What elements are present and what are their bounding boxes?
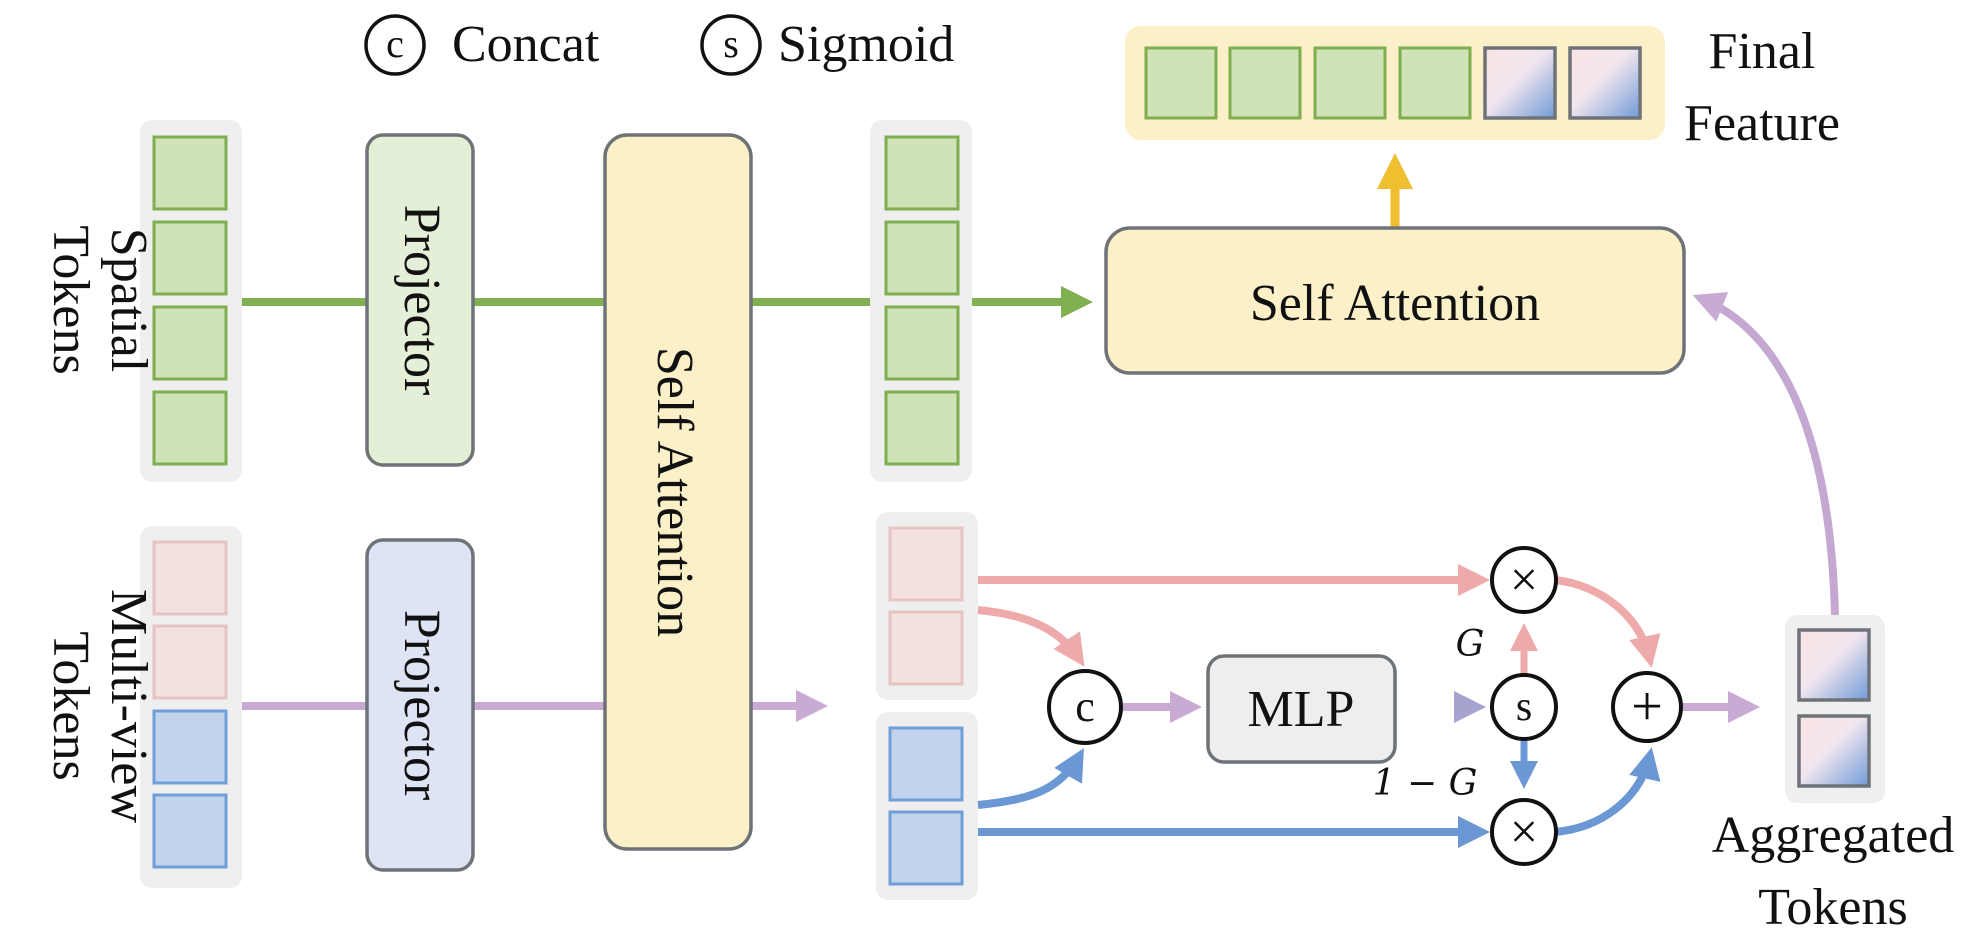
sigmoid-legend-label: Sigmoid xyxy=(778,16,954,73)
multiply-top-symbol: × xyxy=(1510,551,1538,607)
final-feature-token-aggregated xyxy=(1568,46,1642,120)
fusion-self-attention-label: Self Attention xyxy=(1250,275,1540,332)
shared-self-attention-label: Self Attention xyxy=(646,347,703,637)
final-feature-token-green xyxy=(1144,46,1218,120)
multiply-top-to-add-arrow xyxy=(1554,576,1661,668)
spatial-tokens-label-line2: Tokens xyxy=(42,225,99,374)
attended-blue-token-group xyxy=(876,712,978,900)
attended-blue-token xyxy=(888,726,964,802)
spatial-token xyxy=(152,220,228,296)
mlp-block: MLP xyxy=(1206,654,1397,764)
attended-spatial-token xyxy=(884,390,960,466)
gate-one-minus-g-label: 1 − G xyxy=(1373,763,1478,804)
pink-to-concat-arrow xyxy=(977,606,1085,667)
multiply-top-node: × xyxy=(1490,546,1558,614)
final-feature-token-green xyxy=(1313,46,1387,120)
multiply-bottom-to-add-arrow xyxy=(1554,747,1661,836)
spatial-token xyxy=(152,390,228,466)
attended-spatial-token-group xyxy=(870,120,972,482)
sigmoid-legend-symbol-text: s xyxy=(723,21,739,66)
mlp-label: MLP xyxy=(1248,681,1355,738)
concat-node-symbol: c xyxy=(1075,682,1095,731)
gate-g-label: G xyxy=(1456,624,1485,665)
aggregated-tokens-label-line2: Tokens xyxy=(1758,879,1907,936)
concat-legend-label: Concat xyxy=(452,16,600,73)
add-node: + xyxy=(1611,671,1683,743)
projector-multiview-label: Projector xyxy=(393,610,450,801)
concat-legend-symbol-text: c xyxy=(386,21,404,66)
final-feature-token-aggregated xyxy=(1483,46,1557,120)
multiply-bottom-symbol: × xyxy=(1510,803,1538,859)
add-symbol: + xyxy=(1631,676,1663,738)
multiview-token-blue xyxy=(152,793,228,869)
projector-spatial-label: Projector xyxy=(393,205,450,396)
attended-spatial-token xyxy=(884,305,960,381)
attended-pink-token xyxy=(888,526,964,602)
spatial-token xyxy=(152,305,228,381)
fusion-self-attention: Self Attention xyxy=(1104,226,1686,375)
final-feature-label-line2: Feature xyxy=(1684,95,1840,152)
blue-to-concat-arrow xyxy=(977,748,1084,809)
sigmoid-node-symbol: s xyxy=(1516,684,1532,730)
final-feature-token-green xyxy=(1398,46,1472,120)
multiview-tokens-label-line2: Tokens xyxy=(42,631,99,780)
multiview-token-pink xyxy=(152,624,228,700)
attended-pink-token xyxy=(888,610,964,686)
final-feature-group xyxy=(1125,26,1665,140)
multiview-token-blue xyxy=(152,709,228,785)
multiview-token-pink xyxy=(152,540,228,616)
attended-pink-token-group xyxy=(876,512,978,700)
multiply-bottom-node: × xyxy=(1490,798,1558,866)
aggregated-to-attention-arrow xyxy=(1692,292,1839,616)
attended-spatial-token xyxy=(884,220,960,296)
aggregated-token xyxy=(1797,628,1871,702)
final-feature-label-line1: Final xyxy=(1709,23,1816,80)
attended-blue-token xyxy=(888,810,964,886)
attended-spatial-token xyxy=(884,135,960,211)
sigmoid-legend-symbol xyxy=(700,14,762,76)
final-feature-token-green xyxy=(1228,46,1302,120)
legend: c Concat s Sigmoid xyxy=(364,14,954,76)
concat-legend-symbol xyxy=(364,14,426,76)
multiview-token-group xyxy=(140,526,242,888)
spatial-token xyxy=(152,135,228,211)
shared-self-attention: Self Attention xyxy=(603,133,753,851)
aggregated-tokens-label-line1: Aggregated xyxy=(1712,807,1955,864)
multiview-tokens-label-line1: Multi-view xyxy=(100,589,157,823)
sigmoid-node: s xyxy=(1490,673,1558,741)
aggregated-token-group xyxy=(1785,615,1885,803)
aggregated-token xyxy=(1797,714,1871,788)
concat-node: c xyxy=(1047,669,1123,745)
projector-multiview: Projector xyxy=(365,538,475,872)
spatial-token-group xyxy=(140,120,242,482)
spatial-tokens-label-line1: Spatial xyxy=(100,228,157,372)
projector-spatial: Projector xyxy=(365,133,475,467)
